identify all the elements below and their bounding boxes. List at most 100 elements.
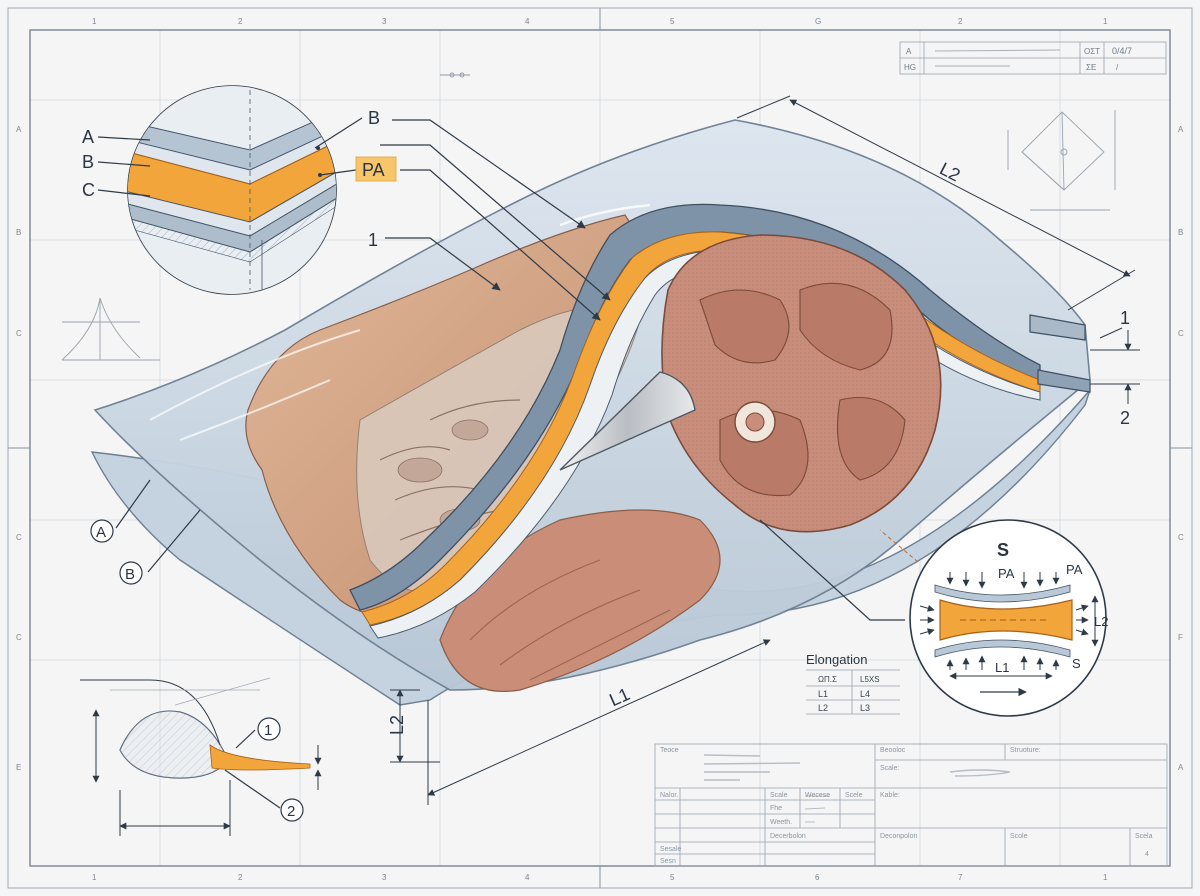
title-col1-head: Teoce (660, 747, 679, 754)
title-row-label: Nalor. (660, 792, 678, 799)
border-zone-right: A B C C F A (1178, 125, 1184, 772)
inset-label-c: C (82, 180, 95, 200)
zone-left: A (16, 125, 22, 134)
inset-label-pa: PA (362, 160, 385, 180)
seal-edge-detail: 1 2 (80, 677, 322, 836)
title-right-cell: Kable: (880, 792, 900, 799)
zone-bottom: 1 (1103, 873, 1108, 882)
label-l2-height: L2 (387, 715, 407, 735)
stress-label-l2: L2 (1094, 614, 1108, 629)
title-col2-head: Beooloc (880, 747, 906, 754)
elongation-cell: L2 (818, 703, 828, 713)
zone-top: 4 (525, 17, 530, 26)
stress-label-pa-left: PA (998, 566, 1015, 581)
construction-sketch-top-right (1007, 110, 1116, 211)
zone-top: 2 (238, 17, 243, 26)
inset-label-b-right: B (368, 108, 380, 128)
title-bottom-cell: Scela (1135, 833, 1153, 840)
stress-arrows-top (946, 572, 1060, 589)
zone-right: C (1178, 533, 1184, 542)
elongation-table: Elongation ΩΠ.Σ L5XS L1 L4 L2 L3 (806, 652, 900, 715)
title-scale-label: Scale: (880, 765, 900, 772)
construction-sketch-left (61, 297, 160, 361)
drawing-frame (7, 7, 1193, 889)
detail-callout-2: 2 (287, 803, 295, 820)
zone-bottom: 7 (958, 873, 963, 882)
zone-left: C (16, 329, 22, 338)
zone-top: 5 (670, 17, 675, 26)
elongation-cell: L3 (860, 703, 870, 713)
zone-top: 1 (92, 17, 97, 26)
stress-arrows-side (919, 604, 1089, 636)
zone-right: A (1178, 763, 1184, 772)
revision-cell: ΣE (1086, 63, 1096, 72)
title-bottom-cell: Scole (1010, 833, 1028, 840)
elongation-cell: L1 (818, 689, 828, 699)
stress-label-l1: L1 (995, 660, 1009, 675)
revision-block: A ΟΣΤ 0/4/7 HG ΣE / (899, 41, 1167, 75)
stress-label-pa-right: PA (1066, 562, 1083, 577)
title-mid-cell: Fhe (770, 805, 782, 812)
zone-bottom: 1 (92, 873, 97, 882)
title-mid-cell: Weeth. (770, 819, 792, 826)
revision-cell: / (1116, 63, 1119, 72)
zone-left: C (16, 533, 22, 542)
stress-title: S (997, 540, 1009, 560)
zone-top: 2 (958, 17, 963, 26)
stress-arrows-bottom (946, 655, 1060, 670)
sheet-number: 4 (1145, 851, 1149, 858)
border-zone-top: 1 2 3 4 5 G 2 1 (92, 17, 1108, 26)
zone-right: A (1178, 125, 1184, 134)
label-l1: L1 (606, 684, 632, 710)
label-item-1: 1 (368, 230, 378, 250)
title-mid-cell: Scele (845, 792, 863, 799)
revision-cell: ΟΣΤ (1084, 47, 1100, 56)
zone-top: 1 (1103, 17, 1108, 26)
zone-top: G (815, 17, 821, 26)
zone-right: C (1178, 329, 1184, 338)
title-block: Teoce Beooloc Struoture: Scale: Nalor. S… (654, 743, 1168, 867)
zone-bottom: 5 (670, 873, 675, 882)
zone-bottom: 6 (815, 873, 820, 882)
title-bottom-cell: Deconpolon (880, 833, 917, 840)
crosshair-mark (440, 72, 470, 78)
detail-callout-1: 1 (264, 722, 272, 739)
title-mid-cell: Scale (770, 792, 788, 799)
zone-bottom: 3 (382, 873, 387, 882)
revision-cell: A (906, 47, 912, 56)
elongation-cell: L4 (860, 689, 870, 699)
zone-right: B (1178, 228, 1183, 237)
zone-left: B (16, 228, 21, 237)
label-circle-a: A (96, 524, 106, 541)
zone-right: F (1178, 633, 1183, 642)
revision-cell: HG (904, 63, 916, 72)
label-right-1: 1 (1120, 308, 1130, 328)
inset-label-b: B (82, 152, 94, 172)
elongation-title: Elongation (806, 652, 867, 667)
dimension-lines (390, 95, 1140, 805)
revision-cell: 0/4/7 (1112, 46, 1132, 56)
title-col3-head: Struoture: (1010, 747, 1041, 754)
zone-bottom: 4 (525, 873, 530, 882)
label-right-2: 2 (1120, 408, 1130, 428)
stress-detail-inset: S PA PA L2 L1 S (909, 519, 1108, 717)
border-zone-left: A B C C C E (16, 125, 22, 772)
stress-label-s: S (1072, 656, 1081, 671)
label-circle-b: B (125, 566, 135, 583)
zone-left: E (16, 763, 21, 772)
layer-detail-inset: A B C B PA (82, 85, 397, 295)
border-zone-bottom: 1 2 3 4 5 6 7 1 (92, 873, 1108, 882)
label-l2-top: L2 (937, 159, 964, 186)
leader-lines (115, 119, 919, 621)
elongation-cell: L5XS (860, 675, 880, 684)
title-row-label: Sesale (660, 846, 682, 853)
inset-label-a: A (82, 127, 94, 147)
title-row-label: Sesn (660, 858, 676, 865)
zone-top: 3 (382, 17, 387, 26)
title-bottom-cell: Decerbolon (770, 833, 806, 840)
title-mid-cell: Wecese (805, 792, 830, 799)
bone-spike (559, 371, 696, 471)
zone-bottom: 2 (238, 873, 243, 882)
elongation-cell: ΩΠ.Σ (818, 675, 837, 684)
